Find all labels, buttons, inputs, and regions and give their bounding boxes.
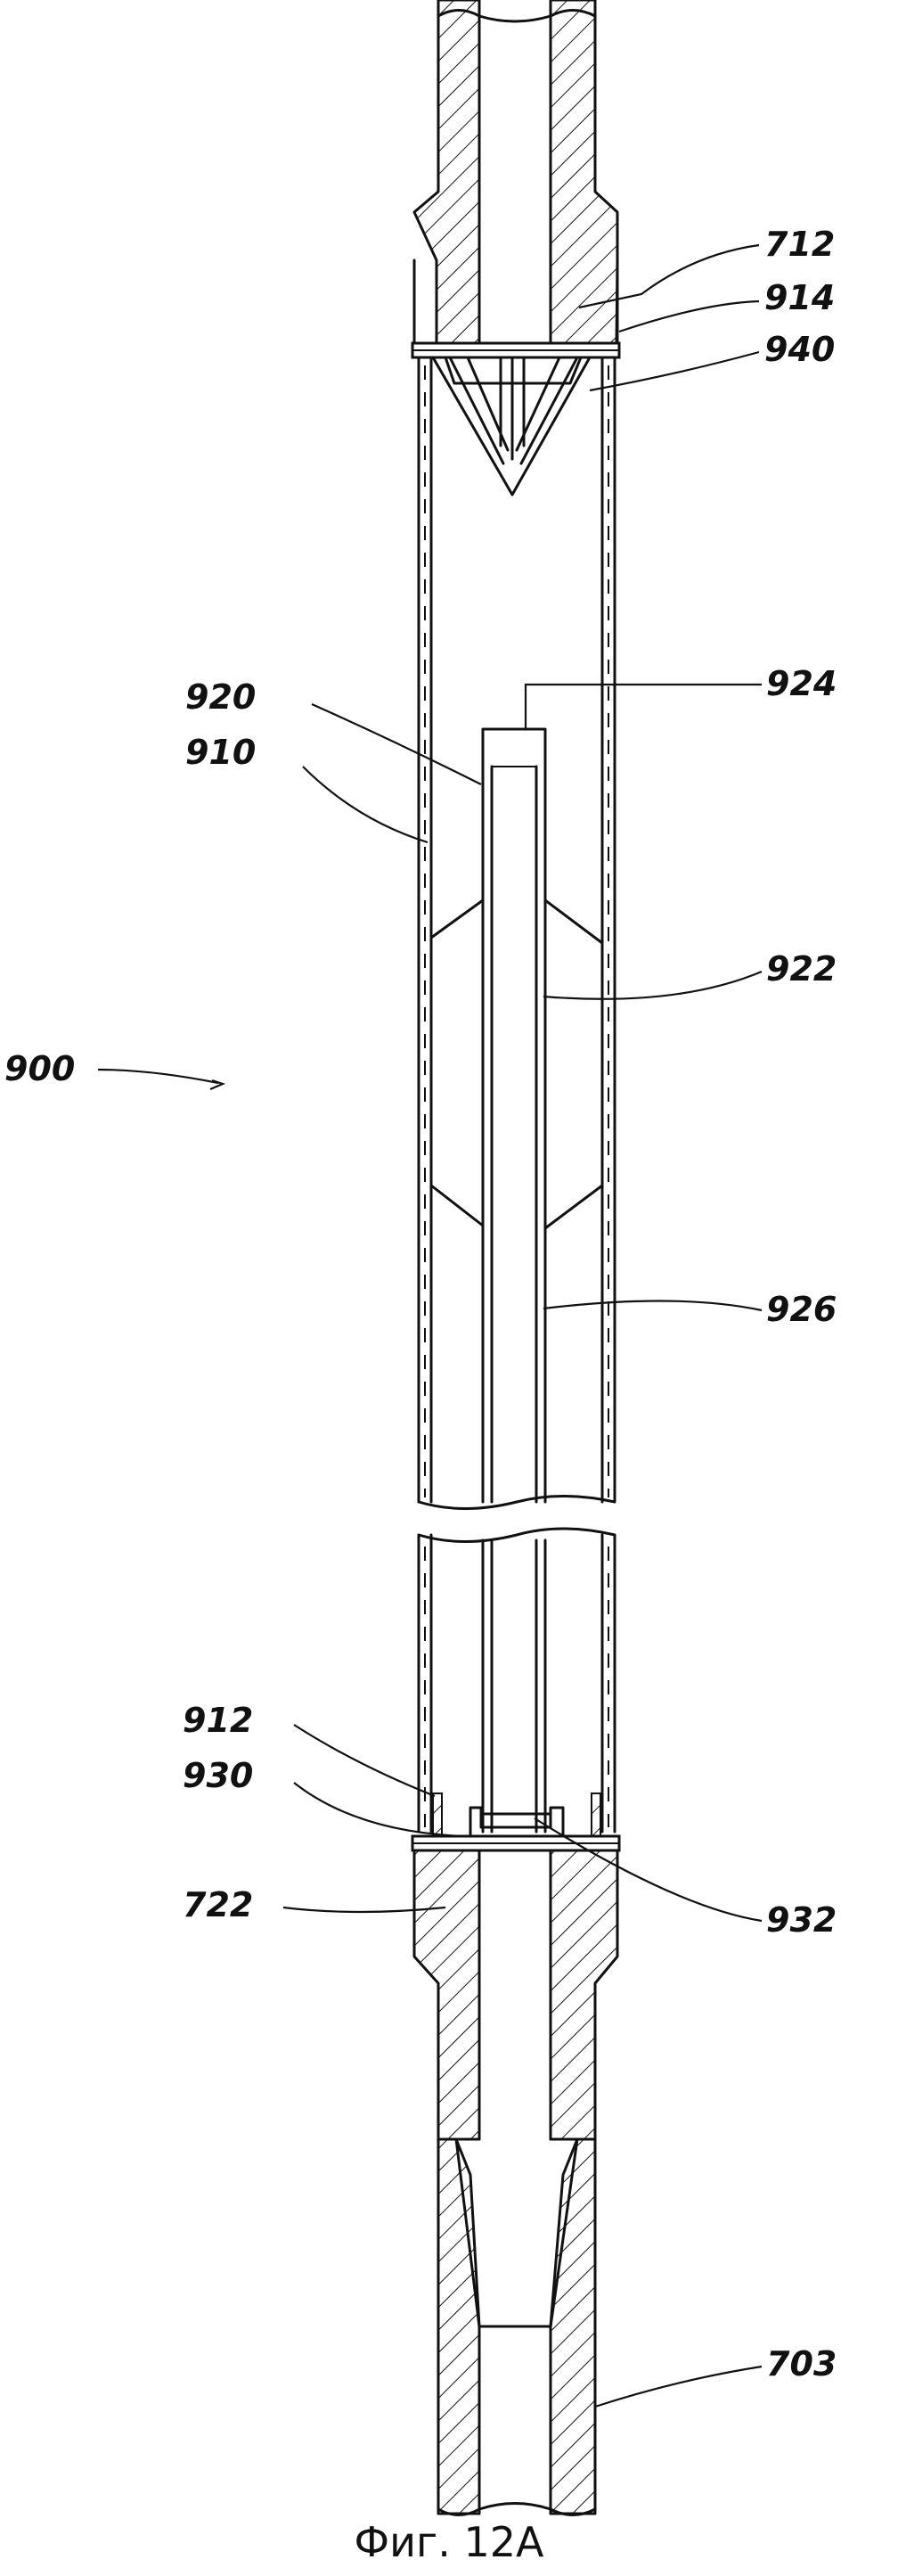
label-712: 712 — [764, 225, 835, 264]
upper-connector-712 — [412, 0, 619, 345]
outer-tube-910-upper — [417, 356, 616, 1510]
label-930: 930 — [183, 1756, 253, 1795]
label-914: 914 — [764, 278, 835, 317]
cone-filter-940 — [431, 356, 592, 496]
label-912: 912 — [183, 1701, 253, 1740]
label-924: 924 — [766, 664, 837, 703]
bottom-end-912 — [411, 1793, 621, 1852]
label-703: 703 — [766, 2344, 837, 2383]
lower-connector-722 — [412, 1849, 619, 2141]
lower-sub-703 — [437, 2137, 597, 2516]
leader-lines — [97, 243, 763, 2408]
label-926: 926 — [766, 1290, 837, 1329]
label-940: 940 — [764, 330, 835, 369]
label-922: 922 — [766, 949, 837, 989]
inner-member-922 — [429, 727, 604, 1504]
label-920: 920 — [185, 677, 256, 717]
outer-tube-910-lower — [417, 1527, 616, 1834]
label-900: 900 — [4, 1049, 75, 1088]
label-910: 910 — [185, 733, 256, 772]
label-932: 932 — [766, 1900, 837, 1940]
end-cap-914 — [411, 341, 621, 359]
figure-caption: Фиг. 12A — [355, 2518, 544, 2566]
label-722: 722 — [183, 1885, 253, 1924]
